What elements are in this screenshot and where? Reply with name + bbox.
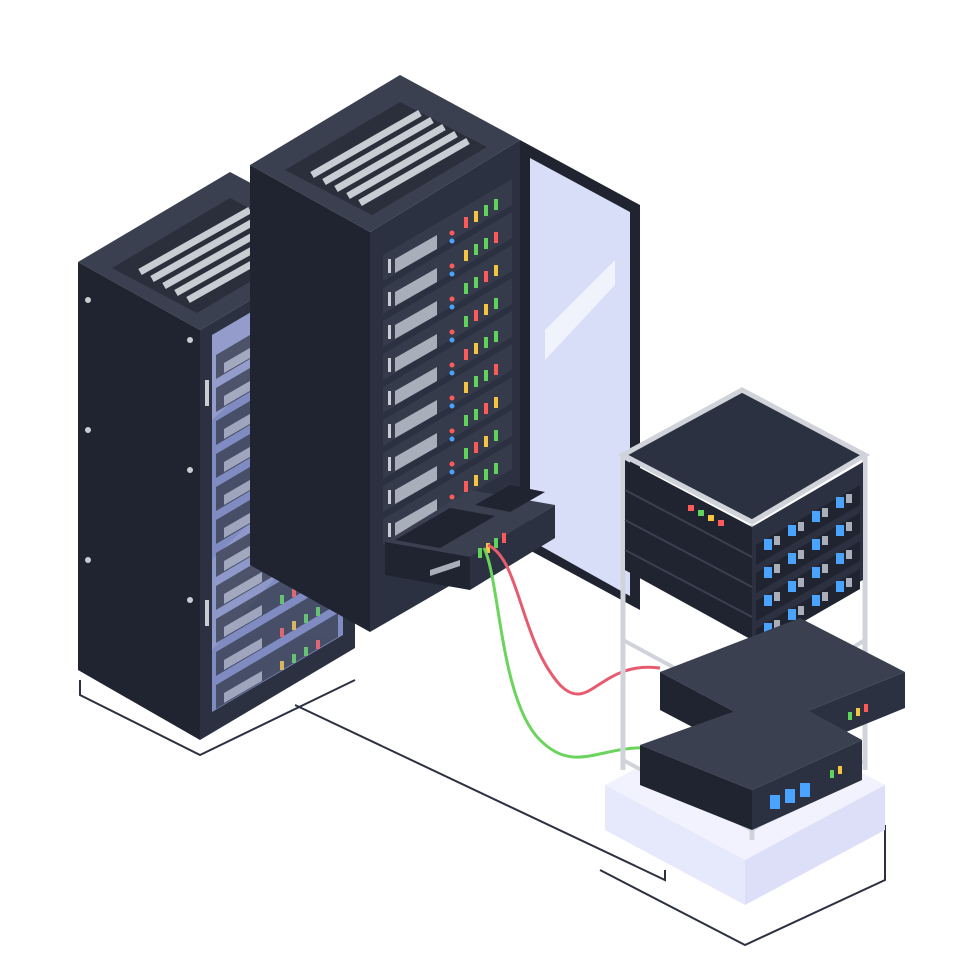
server-unit bbox=[383, 245, 512, 347]
rack-top bbox=[617, 387, 871, 525]
server-unit bbox=[756, 485, 860, 565]
server-rack-open-door bbox=[250, 75, 640, 632]
server-unit bbox=[383, 377, 512, 479]
floor-outline bbox=[79, 679, 886, 947]
network-cables bbox=[482, 543, 661, 759]
server-unit bbox=[383, 212, 512, 314]
server-unit bbox=[383, 278, 512, 380]
door-handle bbox=[205, 380, 209, 406]
server-unit bbox=[383, 410, 512, 512]
door-panel-glass bbox=[530, 158, 630, 596]
vent-grille bbox=[310, 109, 470, 207]
shelf-server bbox=[640, 695, 862, 830]
cable-green bbox=[482, 547, 651, 759]
rack-screws bbox=[85, 297, 193, 603]
rack-side bbox=[250, 165, 370, 632]
server-unit bbox=[756, 513, 860, 593]
server-unit bbox=[383, 179, 512, 281]
rack-side bbox=[78, 262, 200, 740]
server-unit bbox=[383, 311, 512, 413]
server-unit bbox=[383, 344, 512, 446]
server-unit bbox=[216, 613, 338, 709]
cable-red bbox=[487, 543, 661, 696]
server-unit bbox=[216, 580, 338, 676]
server-unit bbox=[756, 541, 860, 621]
open-frame-server-rack bbox=[605, 387, 905, 905]
